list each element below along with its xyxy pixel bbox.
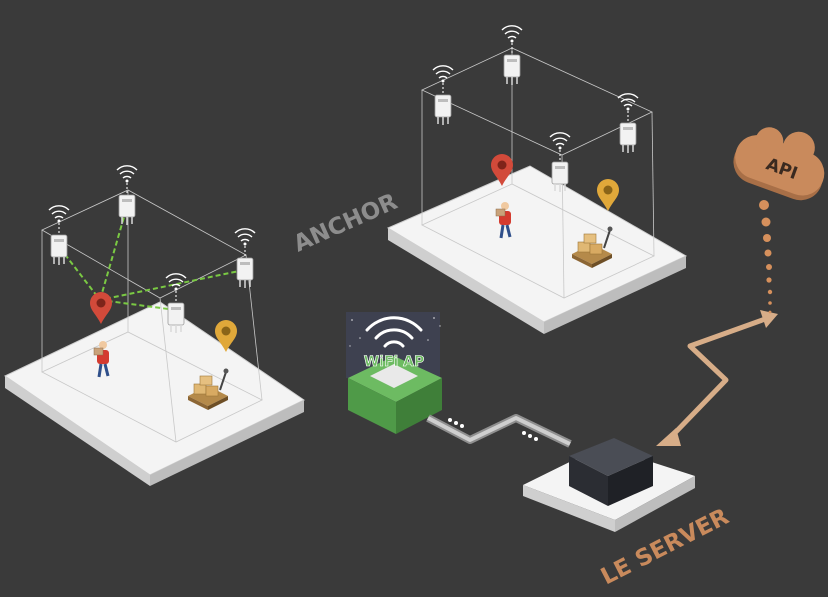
- wifi-ap: WiFi AP: [346, 312, 442, 434]
- api-cloud-icon: API: [733, 127, 825, 201]
- right-bounding-box: [421, 47, 655, 299]
- anchor-label: ANCHOR: [290, 189, 402, 258]
- right-platform: [386, 165, 688, 323]
- le-server: LE SERVER: [523, 438, 733, 590]
- anchor-device-icon: [501, 25, 523, 86]
- anchor-device-icon: [234, 228, 256, 289]
- api-link-arrow: [656, 310, 778, 446]
- left-ranging-links: [59, 209, 245, 311]
- server-box-icon: [569, 438, 653, 506]
- anchor-device-icon: [48, 205, 70, 266]
- wifi-ap-label: WiFi AP: [364, 354, 425, 370]
- anchor-device-icon: [549, 132, 571, 193]
- anchor-device-icon: [432, 65, 454, 126]
- left-platform: [4, 301, 305, 476]
- right-zone: [386, 25, 688, 334]
- api-dotted-link: [759, 200, 773, 314]
- anchor-device-icon: [165, 273, 187, 334]
- location-pin-icon: [90, 292, 112, 324]
- network-link: [426, 414, 572, 448]
- anchor-device-icon: [617, 93, 639, 154]
- left-zone: [4, 165, 305, 486]
- wifi-icon: [365, 316, 423, 348]
- anchor-device-icon: [116, 165, 138, 226]
